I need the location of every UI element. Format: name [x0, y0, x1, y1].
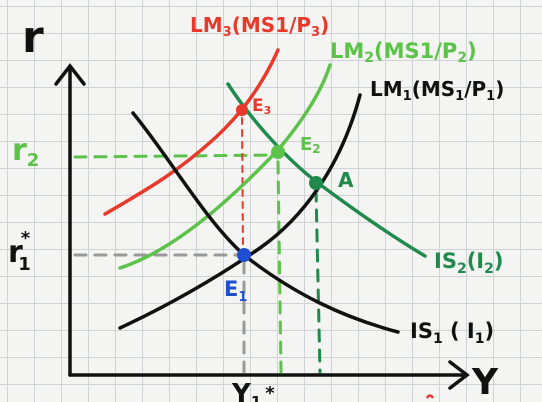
- is2-label: IS2(I2): [434, 249, 503, 277]
- points: [236, 104, 323, 262]
- is1-curve: [131, 111, 400, 334]
- a-guide: [314, 188, 322, 374]
- y-axis-label: r: [22, 12, 44, 63]
- y-axis-arrow: [54, 63, 86, 86]
- r2-label: r2: [12, 133, 39, 171]
- e2-guide: [276, 160, 283, 374]
- e1-point: [237, 248, 251, 262]
- axes: [54, 63, 470, 390]
- lm2-label: LM2(MS1/P2): [330, 39, 477, 66]
- lm2-curve: [118, 63, 332, 270]
- r2-guide: [73, 153, 280, 159]
- e3-label: E3: [252, 96, 271, 117]
- lm3-curve: [103, 48, 280, 216]
- a-point: [309, 176, 323, 190]
- e1-label: E1: [224, 277, 247, 305]
- e3-point: [236, 104, 248, 116]
- lm1-curve: [118, 93, 362, 330]
- x-axis-arrow: [448, 360, 470, 390]
- a-label: A: [338, 168, 354, 192]
- lm3-label: LM3(MS1/P3): [190, 13, 329, 40]
- x-axis-label: Y: [471, 362, 499, 402]
- r1-label: r*1: [8, 228, 31, 275]
- y1-label: Y1*: [231, 379, 275, 402]
- red-mark: [425, 394, 435, 399]
- e2-label: E2: [300, 134, 321, 156]
- e2-point: [271, 145, 285, 159]
- is1-label: IS1 ( I1): [410, 319, 494, 347]
- lm1-label: LM1(MS1/P1): [370, 77, 504, 104]
